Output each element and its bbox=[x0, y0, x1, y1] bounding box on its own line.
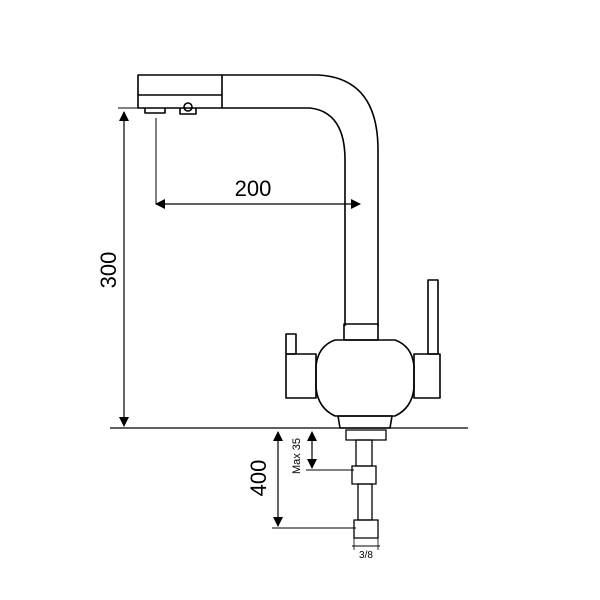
under-counter-dimension-label: 400 bbox=[246, 460, 271, 497]
faucet-outline bbox=[137, 74, 441, 429]
height-dimension-label: 300 bbox=[96, 252, 121, 289]
max-thickness-label: Max 35 bbox=[291, 438, 303, 474]
under-counter-fittings bbox=[345, 429, 387, 539]
thread-label: 3/8 bbox=[359, 550, 373, 561]
reach-dimension-label: 200 bbox=[235, 176, 272, 201]
